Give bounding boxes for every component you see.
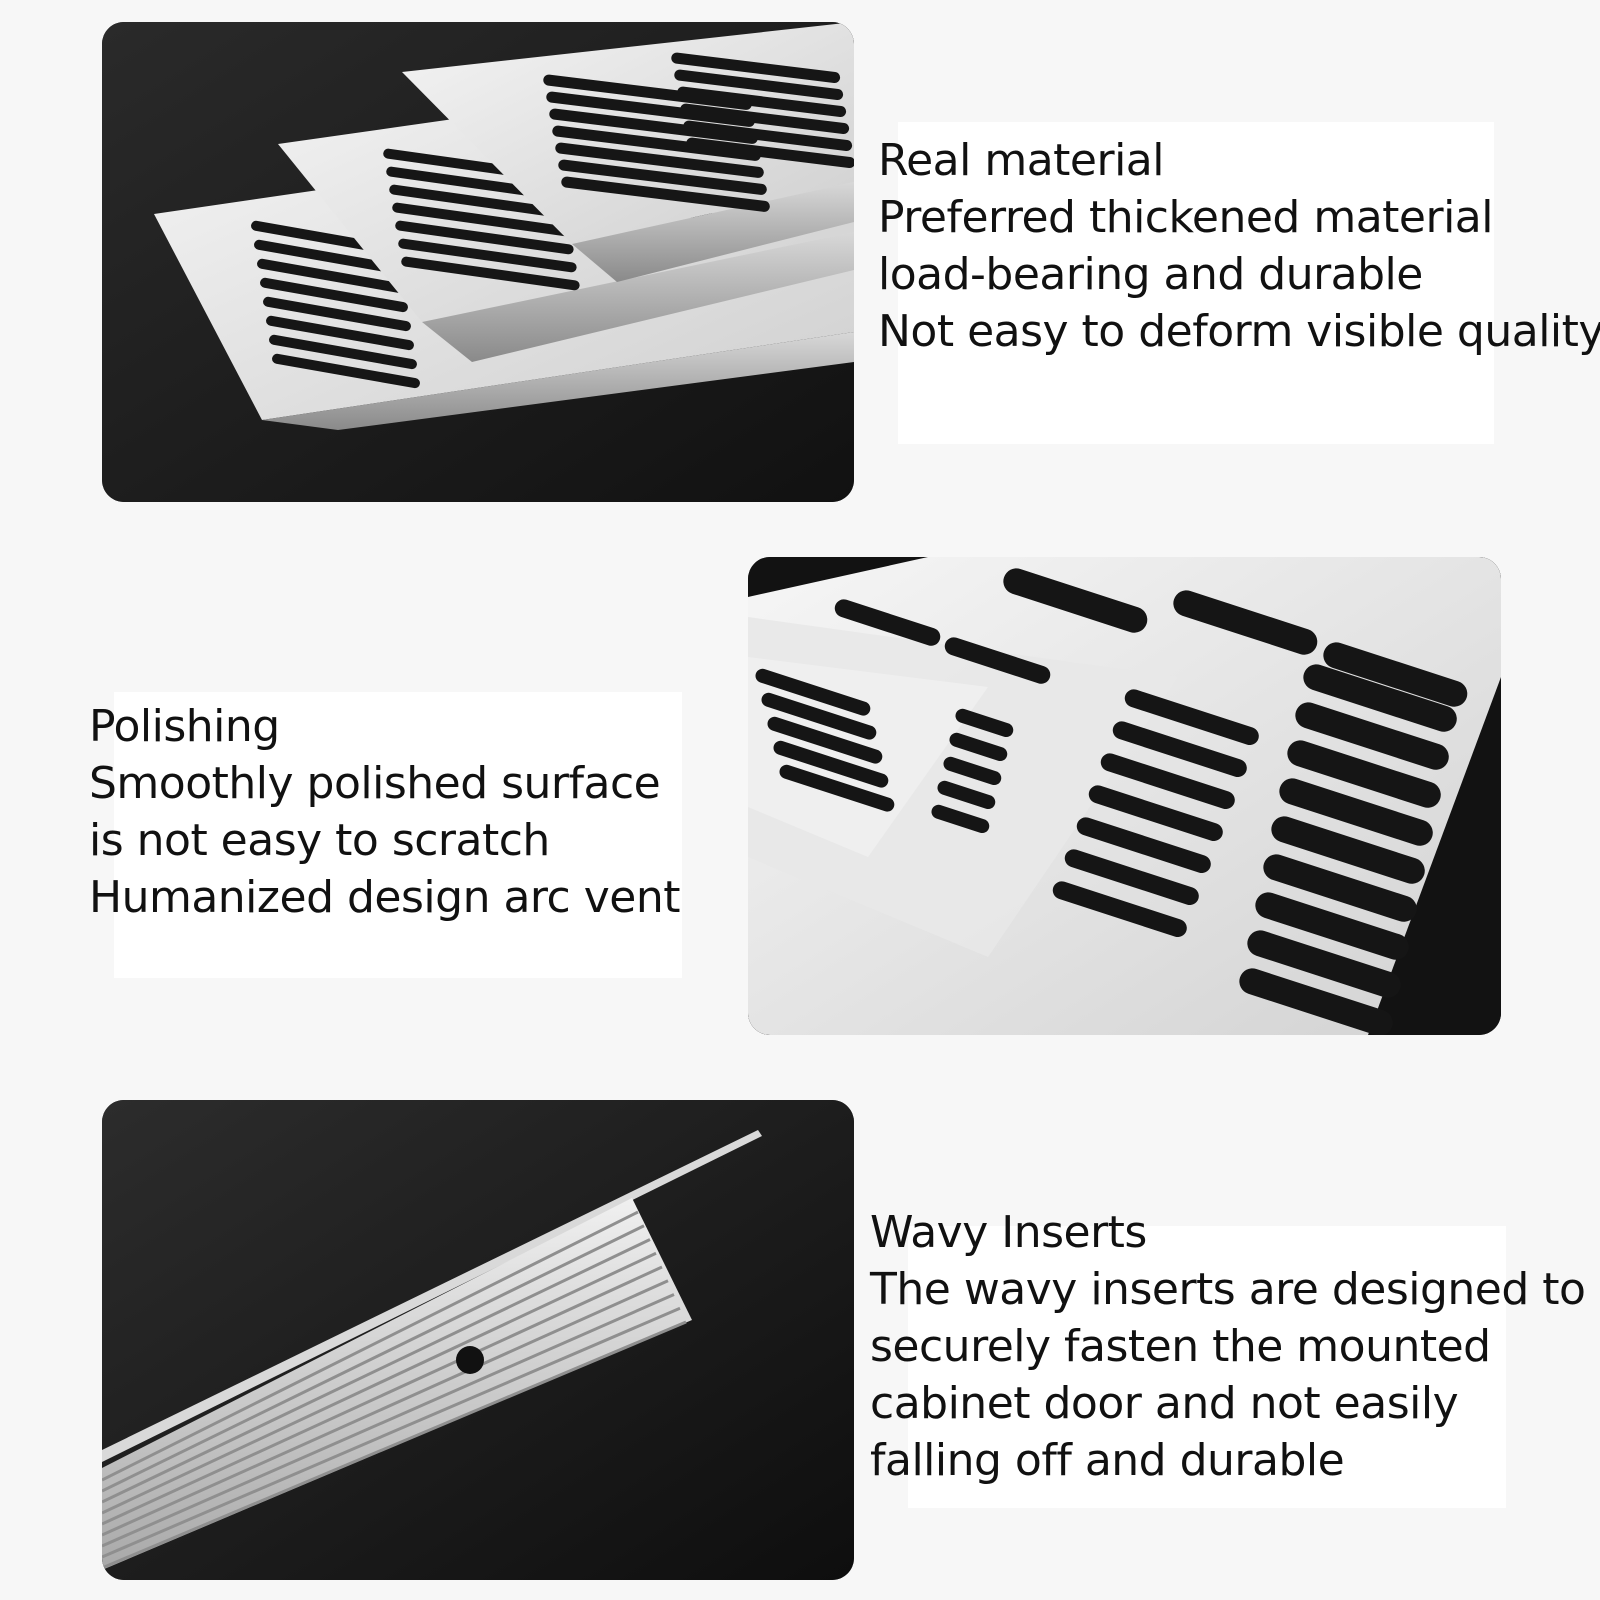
feature-polishing: Polishing Smoothly polished surface is n… (89, 698, 680, 926)
vent-slot (389, 184, 568, 219)
vent-slot (779, 764, 895, 812)
vent-slot (677, 86, 847, 118)
feature-text-background-1 (898, 122, 1494, 444)
vent-slot (257, 258, 405, 294)
product-photo-polished-vents (748, 557, 1501, 1035)
vent-slot (944, 637, 1051, 684)
vent-slot (254, 239, 402, 275)
vent-slot (398, 238, 577, 273)
vent-slot (549, 108, 758, 144)
vent-slot (1100, 753, 1235, 810)
vent-slot (1271, 816, 1425, 884)
vent-slot (1124, 689, 1259, 746)
feature-text-background-2 (114, 692, 682, 978)
vent-slot (401, 256, 580, 291)
vent-slot (1076, 817, 1211, 874)
insert-ridge (102, 1293, 675, 1548)
product-photo-stacked-vents (102, 22, 854, 502)
vent-slot (1003, 568, 1148, 633)
vent-slot (1112, 721, 1247, 778)
insert-ridge (102, 1279, 669, 1537)
vent-slot (263, 296, 411, 332)
vent-slot (671, 52, 841, 84)
feature-line: Not easy to deform visible quality (878, 306, 1600, 357)
vent-slot (395, 220, 574, 255)
vent-slot (755, 668, 871, 716)
feature-line: Preferred thickened material (878, 192, 1493, 243)
vent-slot (272, 353, 420, 389)
vent-slot (1088, 785, 1223, 842)
insert-ridge (102, 1210, 639, 1482)
vent-slot (1263, 854, 1417, 922)
wavy-insert-illustration (102, 1100, 854, 1580)
feature-title: Polishing (89, 701, 280, 752)
vent-slot (1173, 590, 1318, 655)
vent-slot (392, 202, 571, 237)
vent-slot (1064, 849, 1199, 906)
insert-ridge (102, 1238, 651, 1504)
vent-slot (543, 74, 752, 110)
vent-slot (266, 315, 414, 351)
vent-slot (386, 166, 565, 201)
vent-slot (546, 91, 755, 127)
feature-wavy-inserts: Wavy Inserts The wavy inserts are design… (870, 1204, 1586, 1489)
feature-line: cabinet door and not easily (870, 1378, 1459, 1429)
feature-line: falling off and durable (870, 1435, 1345, 1486)
vent-slot (1323, 642, 1468, 707)
vent-slot (1247, 930, 1401, 998)
feature-real-material: Real material Preferred thickened materi… (878, 132, 1600, 360)
vent-slot (1279, 778, 1433, 846)
feature-line: The wavy inserts are designed to (870, 1264, 1586, 1315)
vent-slot (773, 740, 889, 788)
vent-slot (260, 277, 408, 313)
vent-slot (561, 176, 770, 212)
feature-title: Real material (878, 135, 1164, 186)
vent-slot (1239, 968, 1393, 1035)
vent-slot (1255, 892, 1409, 960)
insert-ridge (102, 1320, 687, 1570)
insert-ridge (102, 1306, 681, 1559)
vent-slot (937, 780, 996, 810)
vent-slot (931, 804, 990, 834)
feature-title: Wavy Inserts (870, 1207, 1147, 1258)
vent-slot (761, 692, 877, 740)
insert-ridge (102, 1251, 657, 1515)
feature-text-background-3 (908, 1226, 1506, 1508)
vent-slot (552, 125, 761, 161)
vent-slot (834, 599, 941, 646)
product-photo-wavy-inserts (102, 1100, 854, 1580)
feature-line: Humanized design arc vent (89, 872, 680, 923)
vent-slot (949, 732, 1008, 762)
vent-slot (1303, 664, 1457, 732)
vent-slot (955, 708, 1014, 738)
vent-slot (943, 756, 1002, 786)
feature-line: Smoothly polished surface (89, 758, 661, 809)
vent-slot (686, 137, 854, 169)
vent-slot (674, 69, 844, 101)
feature-line: load-bearing and durable (878, 249, 1423, 300)
vent-slot (1295, 702, 1449, 770)
vent-slot (1052, 881, 1187, 938)
insert-ridge (102, 1265, 663, 1526)
vent-slot (767, 716, 883, 764)
vent-slot (558, 159, 767, 195)
vent-slot (683, 120, 853, 152)
stacked-vents-illustration (102, 22, 854, 502)
vent-slot (680, 103, 850, 135)
polished-vents-illustration (748, 557, 1501, 1035)
vent-slot (269, 334, 417, 370)
mounting-hole-icon (456, 1346, 484, 1374)
vent-slot (1287, 740, 1441, 808)
insert-ridge (102, 1224, 645, 1493)
feature-line: is not easy to scratch (89, 815, 550, 866)
feature-line: securely fasten the mounted (870, 1321, 1491, 1372)
vent-slot (555, 142, 764, 178)
